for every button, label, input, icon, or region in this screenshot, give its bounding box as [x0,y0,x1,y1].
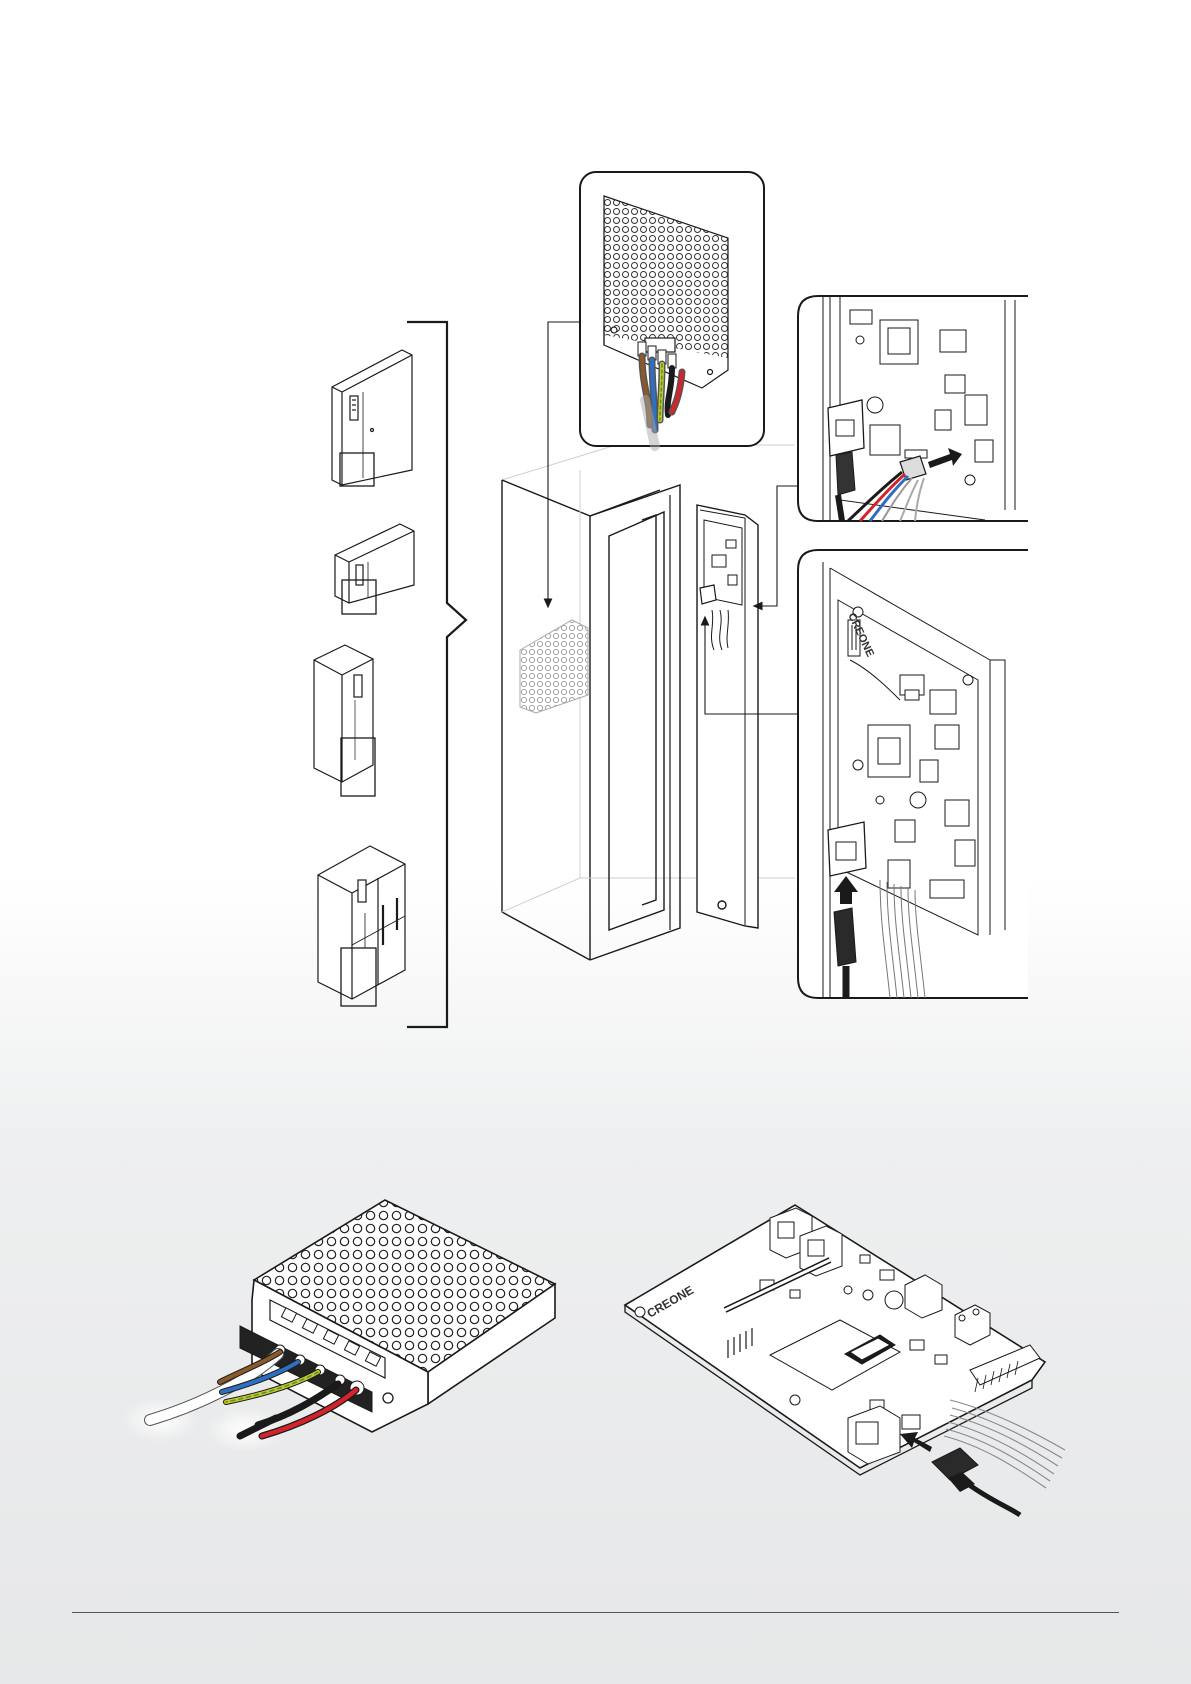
rj45-plug-icon [834,908,856,966]
controller-board-icon: CREONE [625,1205,1065,1515]
cabinet-variants [314,350,414,1006]
psu-unit-icon [122,1200,555,1452]
psu-callout [580,172,764,446]
footer-rule [72,1612,1119,1613]
tall-locker-icon [314,645,375,796]
board-callout-lower: CREONE [798,550,1028,998]
board-callout-upper [798,296,1028,521]
double-locker-icon [318,846,405,1006]
wall-cabinet-icon [332,350,412,486]
variants-bracket [407,322,466,1027]
main-cabinet [502,445,795,960]
small-cabinet-icon [335,524,414,614]
